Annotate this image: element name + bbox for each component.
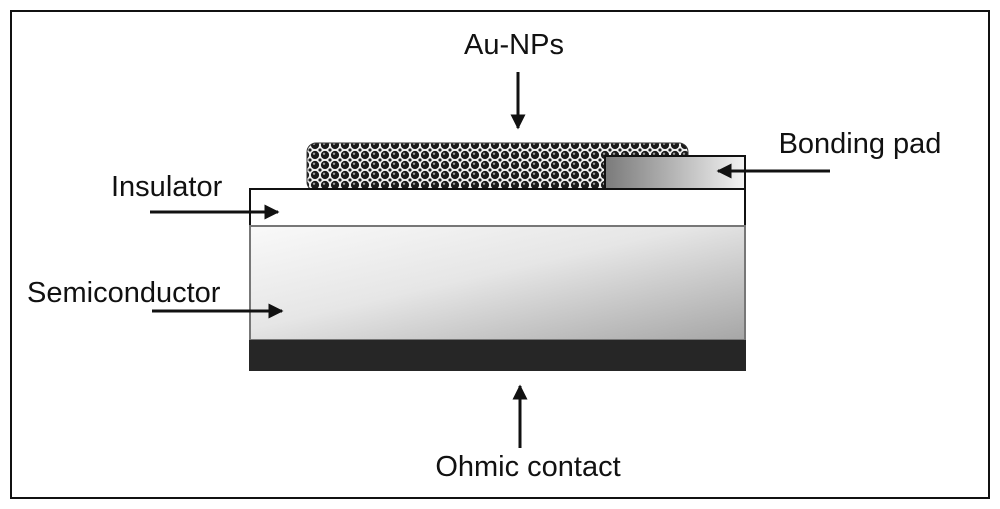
ohmic-contact-layer <box>249 340 746 371</box>
label-ohmic-contact: Ohmic contact <box>435 451 620 483</box>
label-au-nps: Au-NPs <box>464 29 564 61</box>
diagram-frame <box>10 10 990 499</box>
bonding-pad-block <box>604 155 746 193</box>
label-insulator: Insulator <box>111 171 223 203</box>
insulator-layer <box>249 188 746 227</box>
semiconductor-layer <box>249 225 746 341</box>
label-semiconductor: Semiconductor <box>27 277 221 309</box>
label-bonding-pad: Bonding pad <box>779 128 942 160</box>
